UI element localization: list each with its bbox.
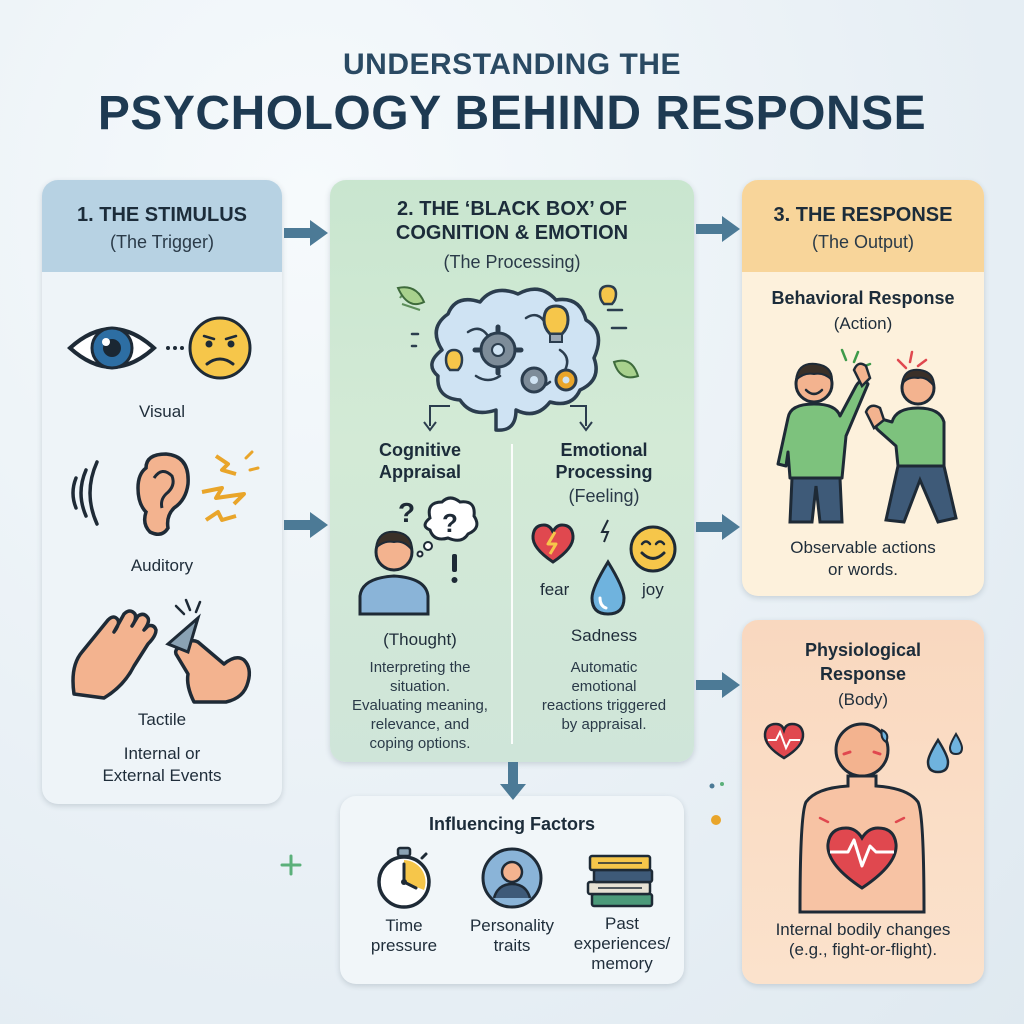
stimulus-footer-line1: Internal or <box>123 744 201 763</box>
title-line1: UNDERSTANDING THE <box>343 48 681 81</box>
arrow-stimulus-to-processing-bottom <box>284 512 328 538</box>
page-title: PSYCHOLOGY BEHIND RESPONSE <box>97 87 927 140</box>
stimulus-heading: 1. THE STIMULUS <box>76 204 247 226</box>
fear-label: fear <box>540 580 570 599</box>
cognitive-desc-line1: Interpreting the <box>369 659 471 676</box>
stimulus-header <box>42 180 282 272</box>
people-interacting-icon <box>776 348 958 524</box>
joy-face-icon <box>629 525 677 573</box>
factor-time-line1: Time <box>385 916 423 935</box>
thinking-person-icon: ? ? <box>358 496 479 616</box>
svg-text:?: ? <box>398 497 415 528</box>
factor-personality-line2: traits <box>493 936 531 955</box>
emotional-desc-line3: reactions triggered <box>541 697 667 714</box>
response-header <box>742 180 984 272</box>
stimulus-item-visual: Visual <box>139 402 185 421</box>
response-heading: 3. THE RESPONSE <box>773 204 953 226</box>
emotional-title-line1: Emotional <box>560 440 648 460</box>
sparkle-decoration <box>280 854 302 876</box>
processing-subheading: (The Processing) <box>443 252 581 272</box>
stimulus-item-auditory: Auditory <box>130 556 194 575</box>
physiological-title-line1: Physiological <box>804 640 922 660</box>
factor-past-line3: memory <box>591 954 653 973</box>
cognitive-desc-line3: Evaluating meaning, <box>352 697 488 714</box>
emotional-title-line2: Processing <box>555 462 653 482</box>
behavioral-desc-line1: Observable actions <box>790 538 936 557</box>
emotional-desc-line4: by appraisal. <box>561 716 647 733</box>
processing-heading-line2: COGNITION & EMOTION <box>395 222 629 244</box>
hands-touch-icon <box>71 598 252 704</box>
stimulus-panel: 1. THE STIMULUS (The Trigger) Visual Aud… <box>42 180 282 804</box>
emotional-desc-line1: Automatic <box>570 659 638 676</box>
column-divider <box>511 444 513 744</box>
arrow-stimulus-to-processing-top <box>284 220 328 246</box>
emotional-desc-line2: emotional <box>571 678 637 695</box>
factor-personality-line1: Personality <box>469 916 555 935</box>
stimulus-item-tactile: Tactile <box>137 710 187 729</box>
brain-gears-icon <box>396 284 640 432</box>
factor-past-line2: experiences/ <box>573 934 671 953</box>
person-portrait-icon <box>481 847 543 909</box>
heart-fear-icon <box>531 523 575 564</box>
behavioral-desc-line2: or words. <box>828 560 898 579</box>
cognitive-desc-line2: situation. <box>389 678 451 695</box>
arrow-processing-to-physiological <box>696 672 740 698</box>
dot-decoration <box>709 782 724 825</box>
body-heartbeat-icon <box>763 722 964 914</box>
book-stack-icon <box>586 854 654 908</box>
cognitive-title-line1: Cognitive <box>378 440 461 460</box>
emotional-subtitle: (Feeling) <box>568 486 640 506</box>
sadness-label: Sadness <box>570 626 638 645</box>
processing-heading-line1: 2. THE ‘BLACK BOX’ OF <box>396 198 628 220</box>
svg-text:?: ? <box>442 508 458 538</box>
arrow-processing-to-factors <box>500 762 526 800</box>
response-subheading: (The Output) <box>811 232 915 252</box>
eye-sad-face-icon <box>67 316 252 380</box>
cognitive-title-line2: Appraisal <box>378 462 462 482</box>
joy-label: joy <box>642 580 664 599</box>
physiological-panel: Physiological Response (Body) Internal b… <box>742 620 984 984</box>
physiological-desc-line1: Internal bodily changes <box>775 920 951 939</box>
factors-title: Influencing Factors <box>428 814 596 834</box>
physiological-desc-line2: (e.g., fight-or-flight). <box>788 940 938 959</box>
arrow-processing-to-behavioral <box>696 514 740 540</box>
physiological-subtitle: (Body) <box>837 690 889 709</box>
behavioral-subtitle: (Action) <box>833 314 893 333</box>
ear-sound-icon <box>71 450 260 536</box>
factor-past-line1: Past <box>604 914 640 933</box>
factor-time-line2: pressure <box>370 936 438 955</box>
behavioral-title: Behavioral Response <box>771 288 955 308</box>
stopwatch-icon <box>377 846 431 909</box>
physiological-title-line2: Response <box>819 664 907 684</box>
cognitive-desc-line5: coping options. <box>369 735 471 752</box>
branch-arrows <box>423 405 593 432</box>
cognitive-desc-line4: relevance, and <box>370 716 470 733</box>
response-panel: 3. THE RESPONSE (The Output) Behavioral … <box>742 180 984 596</box>
cognitive-caption: (Thought) <box>383 630 457 649</box>
influencing-factors-panel: Influencing Factors Time pressure Person… <box>340 796 684 984</box>
processing-panel: 2. THE ‘BLACK BOX’ OF COGNITION & EMOTIO… <box>330 180 694 762</box>
stimulus-footer-line2: External Events <box>102 766 222 785</box>
lightning-icon <box>600 519 610 543</box>
tear-drop-icon <box>590 559 626 616</box>
stimulus-subheading: (The Trigger) <box>109 232 215 252</box>
arrow-processing-to-response-top <box>696 216 740 242</box>
